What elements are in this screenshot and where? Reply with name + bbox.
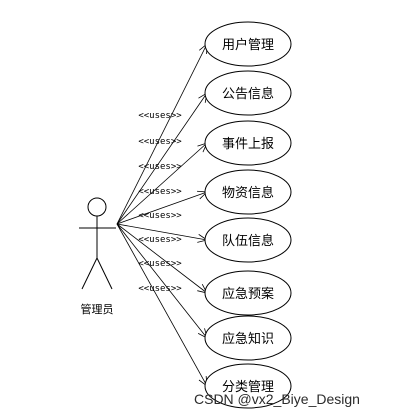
relation-label: <<uses>> <box>138 111 182 121</box>
use-case-label: 事件上报 <box>222 137 274 152</box>
actor-head <box>87 197 107 217</box>
relation-line <box>116 92 208 225</box>
use-case-ellipse <box>204 70 292 116</box>
actor-right-leg <box>96 257 113 290</box>
relation-label: <<uses>> <box>138 211 182 221</box>
relation-line <box>116 191 208 225</box>
use-case: 事件上报 <box>204 120 292 166</box>
use-case: 公告信息 <box>204 70 292 116</box>
relation-label: <<uses>> <box>138 162 182 172</box>
use-case-label: 应急预案 <box>222 286 274 302</box>
use-case: 分类管理 <box>204 363 292 409</box>
relation-line <box>116 142 208 225</box>
use-case-ellipse <box>204 217 292 263</box>
relation-label: <<uses>> <box>138 187 182 197</box>
use-case-label: 队伍信息 <box>222 233 274 249</box>
relation-line <box>116 223 208 339</box>
use-case: 用户管理 <box>204 21 292 67</box>
use-case-label: 分类管理 <box>222 380 274 395</box>
use-case-ellipse <box>204 315 292 361</box>
use-case-label: 用户管理 <box>222 37 274 53</box>
use-case-ellipse <box>204 169 292 215</box>
use-case-ellipse <box>204 363 292 409</box>
actor: 管理员 <box>79 197 116 316</box>
relation-label: <<uses>> <box>138 137 182 147</box>
use-case-label: 物资信息 <box>222 185 274 201</box>
relation-label: <<uses>> <box>138 235 182 245</box>
use-case-ellipse <box>204 120 292 166</box>
relation-labels: <<uses>> <<uses>> <<uses>> <<uses>> <<uses>>… <box>138 111 182 294</box>
use-case-ellipse <box>204 21 292 67</box>
use-case: 队伍信息 <box>204 217 292 263</box>
use-case: 应急知识 <box>204 315 292 361</box>
use-case: 物资信息 <box>204 169 292 215</box>
actor-label: 管理员 <box>81 302 114 316</box>
relations <box>116 43 208 387</box>
watermark: CSDN @vx2_Biye_Design <box>194 391 360 407</box>
use-case-ellipse <box>204 270 292 316</box>
relation-line <box>116 223 208 294</box>
relation-label: <<uses>> <box>138 284 182 294</box>
use-case-label: 公告信息 <box>222 86 274 102</box>
use-case-label: 应急知识 <box>222 331 274 347</box>
relation-line <box>116 43 208 225</box>
use-case: 应急预案 <box>204 270 292 316</box>
relation-label: <<uses>> <box>138 259 182 269</box>
relation-line <box>116 223 208 387</box>
actor-left-leg <box>81 257 98 290</box>
relation-line <box>116 223 208 241</box>
